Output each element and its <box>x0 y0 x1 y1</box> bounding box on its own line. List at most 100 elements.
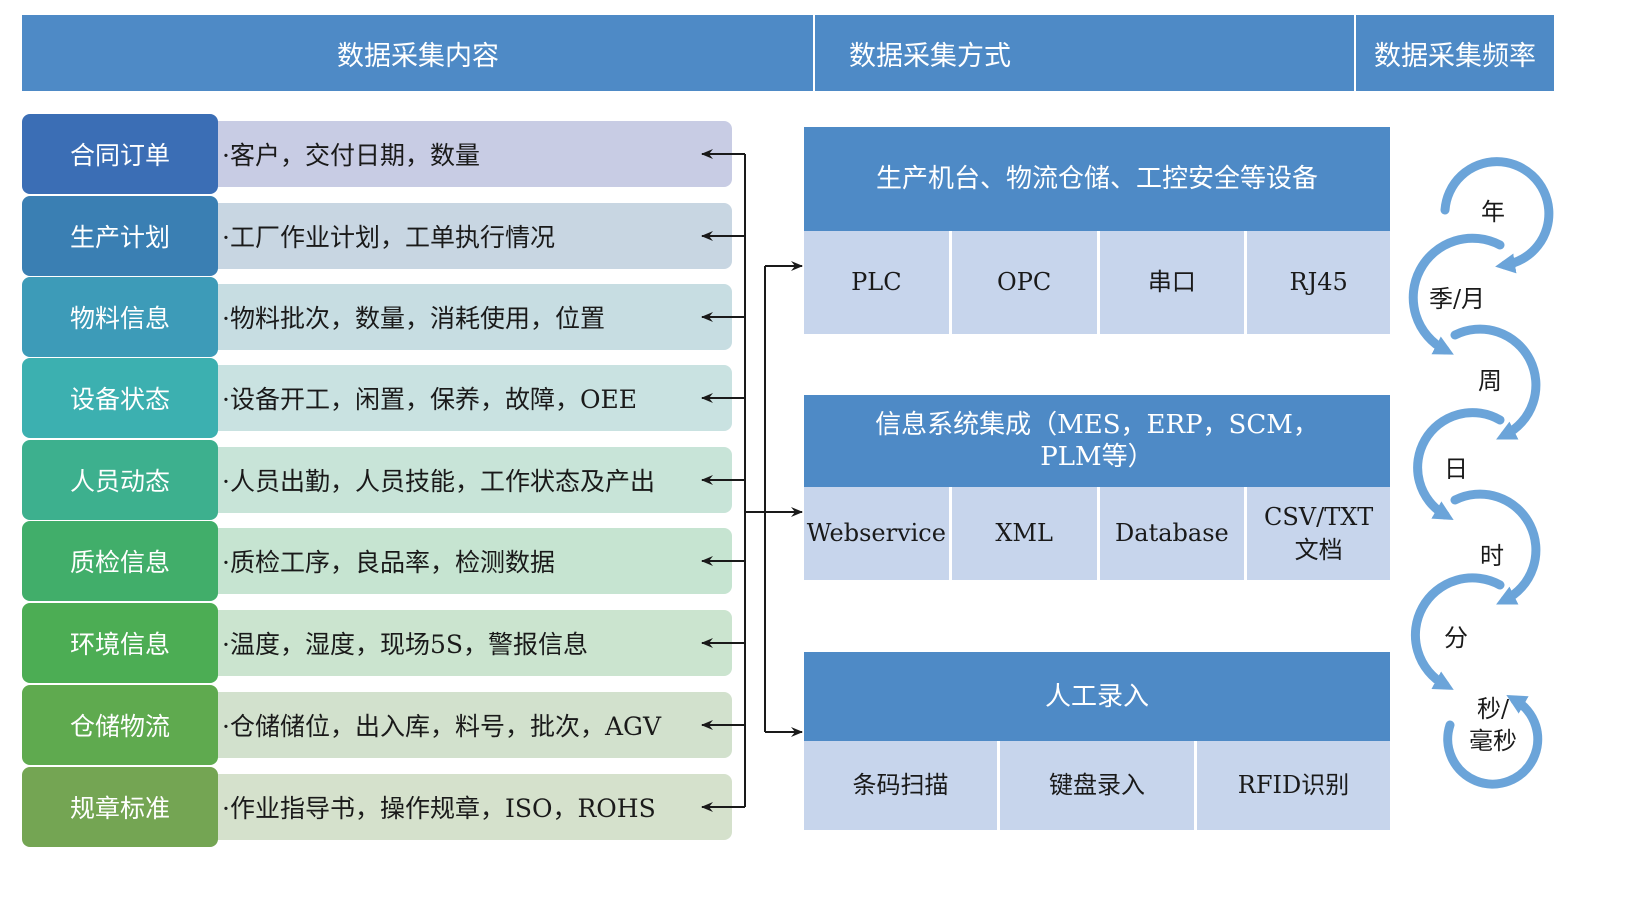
method-title: 人工录入 <box>804 652 1390 741</box>
method-item-plc: PLC <box>804 231 952 334</box>
frequency-quarter-month: 季/月 <box>1422 283 1492 315</box>
category-desc-box: ·人员出勤，人员技能，工作状态及产出 <box>202 447 732 513</box>
method-panel-systems: 信息系统集成（MES，ERP，SCM， PLM等） Webservice XML… <box>804 395 1391 580</box>
category-label: 设备状态 <box>69 385 170 414</box>
category-desc-box: ·物料批次，数量，消耗使用，位置 <box>202 284 732 350</box>
method-item-keyboard: 键盘录入 <box>1000 741 1197 830</box>
category-label-box: 合同订单 <box>22 114 218 194</box>
header-frequency: 数据采集频率 <box>1356 15 1554 91</box>
category-row: ·作业指导书，操作规章，ISO，ROHS 规章标准 <box>22 767 742 847</box>
frequency-hour: 时 <box>1464 540 1520 572</box>
category-row: ·人员出勤，人员技能，工作状态及产出 人员动态 <box>22 440 742 520</box>
category-label-box: 人员动态 <box>22 440 218 520</box>
category-desc-box: ·工厂作业计划，工单执行情况 <box>202 203 732 269</box>
category-row: ·物料批次，数量，消耗使用，位置 物料信息 <box>22 277 742 357</box>
method-title-text: 生产机台、物流仓储、工控安全等设备 <box>875 164 1318 194</box>
frequency-label: 秒/ 毫秒 <box>1469 695 1517 755</box>
category-row: ·设备开工，闲置，保养，故障，OEE 设备状态 <box>22 358 742 438</box>
category-label: 物料信息 <box>69 304 170 333</box>
method-cells: Webservice XML Database CSV/TXT 文档 <box>804 487 1391 580</box>
category-desc: ·温度，湿度，现场5S，警报信息 <box>222 630 588 659</box>
method-item-label: Webservice <box>806 519 946 547</box>
category-label-box: 物料信息 <box>22 277 218 357</box>
method-item-xml: XML <box>951 487 1100 580</box>
category-label: 人员动态 <box>69 467 170 496</box>
method-item-label: PLC <box>851 268 902 296</box>
frequency-label: 年 <box>1481 198 1505 226</box>
category-label: 质检信息 <box>69 548 170 577</box>
category-row: ·仓储储位，出入库，料号，批次，AGV 仓储物流 <box>22 685 742 765</box>
category-row: ·温度，湿度，现场5S，警报信息 环境信息 <box>22 603 742 683</box>
category-desc: ·仓储储位，出入库，料号，批次，AGV <box>222 712 662 741</box>
header-method-text: 数据采集方式 <box>849 40 1011 72</box>
header-divider <box>1354 15 1356 91</box>
category-desc-box: ·温度，湿度，现场5S，警报信息 <box>202 610 732 676</box>
category-label: 仓储物流 <box>69 712 170 741</box>
method-item-barcode: 条码扫描 <box>804 741 1000 830</box>
category-label: 环境信息 <box>69 630 170 659</box>
frequency-label: 季/月 <box>1428 285 1486 313</box>
header-divider <box>813 15 815 91</box>
method-item-label: XML <box>995 519 1053 547</box>
method-item-label: 条码扫描 <box>852 771 949 799</box>
method-item-serial: 串口 <box>1099 231 1248 334</box>
category-desc-box: ·仓储储位，出入库，料号，批次，AGV <box>202 692 732 758</box>
category-desc-box: ·设备开工，闲置，保养，故障，OEE <box>202 365 732 431</box>
category-row: ·工厂作业计划，工单执行情况 生产计划 <box>22 196 742 276</box>
frequency-week: 周 <box>1462 365 1518 397</box>
category-label-box: 生产计划 <box>22 196 218 276</box>
frequency-second-ms: 秒/ 毫秒 <box>1458 693 1528 757</box>
frequency-label: 周 <box>1478 367 1502 395</box>
frequency-label: 日 <box>1444 455 1468 483</box>
method-item-label: RJ45 <box>1289 268 1348 296</box>
method-title-text: 人工录入 <box>1044 681 1149 712</box>
method-item-label: OPC <box>997 268 1052 296</box>
frequency-day: 日 <box>1428 453 1484 485</box>
method-title: 生产机台、物流仓储、工控安全等设备 <box>804 127 1390 231</box>
category-label-box: 环境信息 <box>22 603 218 683</box>
category-desc-box: ·客户，交付日期，数量 <box>202 121 732 187</box>
method-item-label: CSV/TXT 文档 <box>1263 502 1374 564</box>
method-item-label: RFID识别 <box>1237 771 1350 799</box>
header-content: 数据采集内容 <box>22 15 814 91</box>
category-label: 合同订单 <box>69 141 170 170</box>
header-frequency-text: 数据采集频率 <box>1374 40 1536 72</box>
category-desc: ·设备开工，闲置，保养，故障，OEE <box>222 385 637 414</box>
category-row: ·质检工序，良品率，检测数据 质检信息 <box>22 521 742 601</box>
method-title-text: 信息系统集成（MES，ERP，SCM， PLM等） <box>875 410 1319 472</box>
category-desc: ·客户，交付日期，数量 <box>222 141 480 170</box>
category-label-box: 仓储物流 <box>22 685 218 765</box>
method-item-csv: CSV/TXT 文档 <box>1247 487 1391 580</box>
method-panel-devices: 生产机台、物流仓储、工控安全等设备 PLC OPC 串口 RJ45 <box>804 127 1391 334</box>
method-item-database: Database <box>1099 487 1248 580</box>
method-item-rfid: RFID识别 <box>1197 741 1390 830</box>
category-desc-box: ·作业指导书，操作规章，ISO，ROHS <box>202 774 732 840</box>
category-desc: ·质检工序，良品率，检测数据 <box>222 548 555 577</box>
method-item-label: 串口 <box>1147 268 1196 296</box>
method-title: 信息系统集成（MES，ERP，SCM， PLM等） <box>804 395 1390 487</box>
category-desc: ·物料批次，数量，消耗使用，位置 <box>222 304 605 333</box>
method-item-webservice: Webservice <box>804 487 952 580</box>
frequency-minute: 分 <box>1428 622 1484 654</box>
method-item-label: 键盘录入 <box>1049 771 1145 799</box>
category-row: ·客户，交付日期，数量 合同订单 <box>22 114 742 194</box>
method-item-label: Database <box>1115 519 1229 547</box>
category-desc-box: ·质检工序，良品率，检测数据 <box>202 528 732 594</box>
category-label-box: 质检信息 <box>22 521 218 601</box>
category-label: 规章标准 <box>69 794 170 823</box>
category-desc: ·人员出勤，人员技能，工作状态及产出 <box>222 467 655 496</box>
category-label: 生产计划 <box>69 223 170 252</box>
frequency-chain <box>1408 157 1554 789</box>
method-item-rj45: RJ45 <box>1247 231 1391 334</box>
arrow-group <box>701 149 803 812</box>
frequency-label: 时 <box>1480 542 1504 570</box>
category-label-box: 规章标准 <box>22 767 218 847</box>
frequency-year: 年 <box>1465 196 1521 228</box>
method-item-opc: OPC <box>951 231 1100 334</box>
frequency-arcs <box>1408 157 1554 789</box>
frequency-label: 分 <box>1444 624 1468 652</box>
method-cells: 条码扫描 键盘录入 RFID识别 <box>804 741 1390 830</box>
method-panel-manual: 人工录入 条码扫描 键盘录入 RFID识别 <box>804 652 1390 830</box>
category-desc: ·作业指导书，操作规章，ISO，ROHS <box>222 794 656 823</box>
